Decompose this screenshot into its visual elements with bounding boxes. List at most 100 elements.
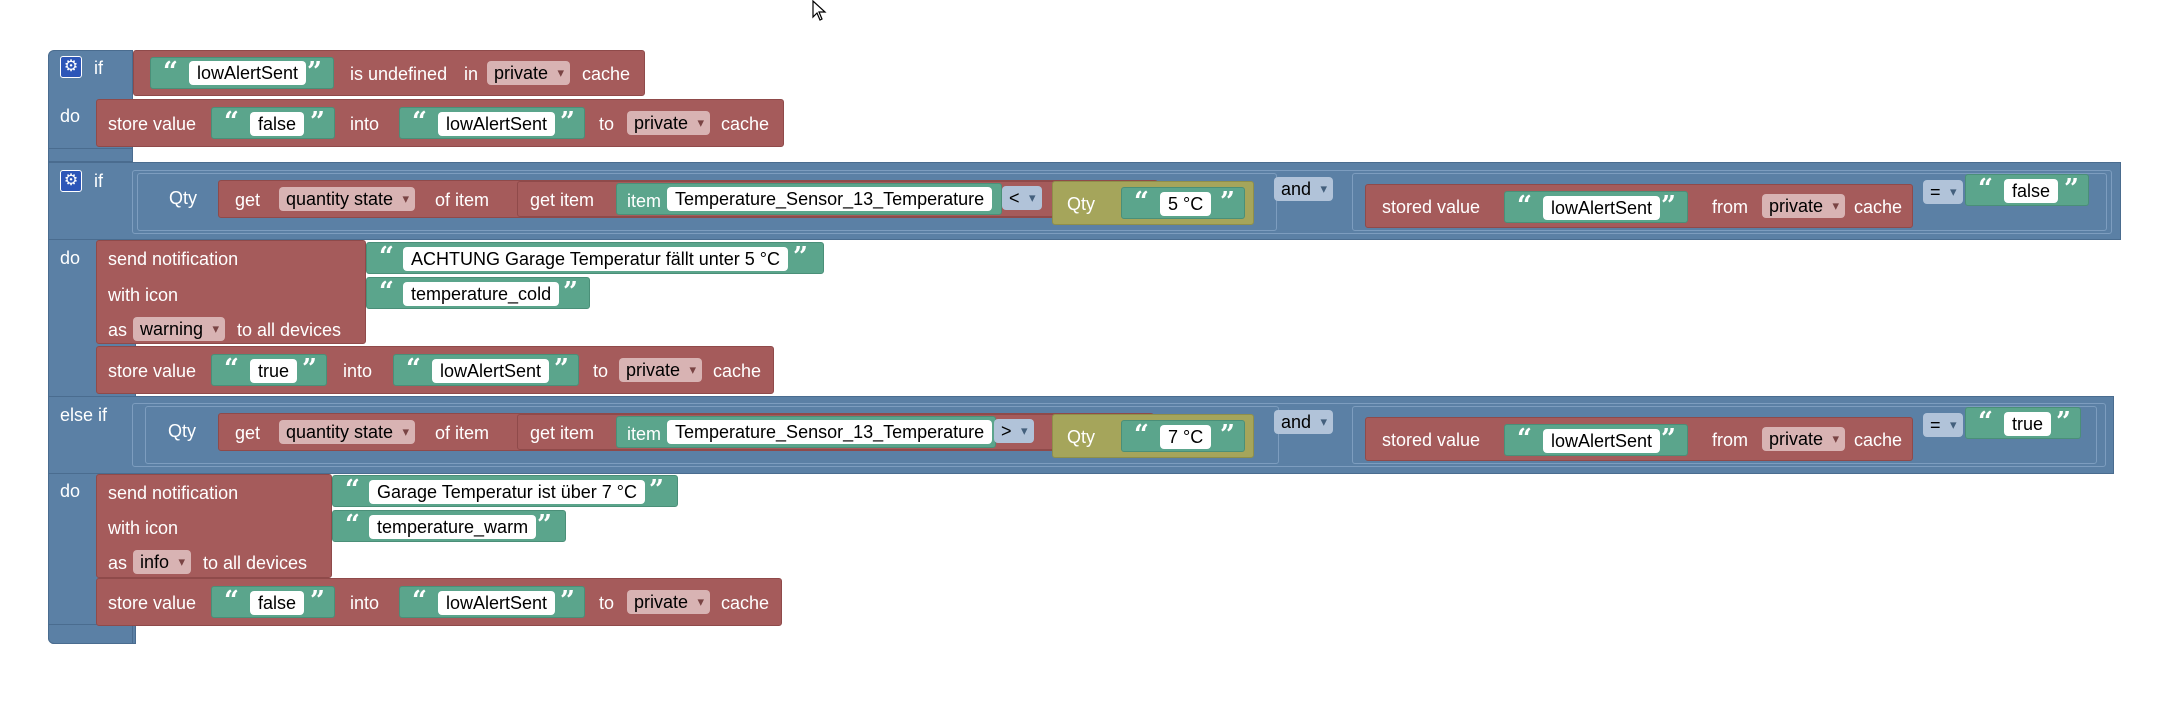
text-block[interactable]: “ lowAlertSent ” xyxy=(1504,191,1688,223)
send-notification-block[interactable]: send notification with icon as info to a… xyxy=(96,474,332,578)
eq-operator-dropdown[interactable]: = xyxy=(1923,413,1963,437)
else-if-label: else if xyxy=(60,405,108,425)
item-label: item xyxy=(627,191,662,211)
cache-scope-dropdown[interactable]: private xyxy=(1762,194,1846,218)
send-notification-block[interactable]: send notification with icon as warning t… xyxy=(96,240,366,344)
text-field[interactable]: false xyxy=(250,591,305,615)
store-value-block[interactable]: store value “ false ” into “ lowAlertSen… xyxy=(96,578,782,626)
get-label: get xyxy=(235,423,261,443)
gear-icon[interactable]: ⚙ xyxy=(60,56,82,78)
to-label: to xyxy=(599,114,615,134)
item-block[interactable]: item Temperature_Sensor_13_Temperature xyxy=(616,183,1002,215)
do-label: do xyxy=(60,106,81,126)
text-block[interactable]: “ lowAlertSent ” xyxy=(150,57,334,89)
is-undefined-block[interactable]: “ lowAlertSent ” is undefined in private… xyxy=(133,50,645,96)
store-value-block[interactable]: store value “ false ” into “ lowAlertSen… xyxy=(96,99,784,147)
text-block[interactable]: “ 5 °C ” xyxy=(1121,187,1245,219)
text-block[interactable]: “ false ” xyxy=(211,586,335,618)
stored-value-block[interactable]: stored value “ lowAlertSent ” from priva… xyxy=(1365,417,1913,461)
text-field[interactable]: true xyxy=(250,359,298,383)
open-quote-icon: “ xyxy=(1978,407,1993,437)
message-text-block[interactable]: “ Garage Temperatur ist über 7 °C ” xyxy=(332,475,678,507)
cache-label: cache xyxy=(713,361,762,381)
text-field[interactable]: true xyxy=(2004,412,2052,436)
if-else-block-tail xyxy=(48,624,133,644)
qty-block[interactable]: Qty “ 7 °C ” xyxy=(1052,414,1254,458)
text-field[interactable]: false xyxy=(250,112,305,136)
quantity-state-dropdown[interactable]: quantity state xyxy=(279,420,416,444)
text-field[interactable]: lowAlertSent xyxy=(189,61,307,85)
icon-text-block[interactable]: “ temperature_cold ” xyxy=(366,277,590,309)
text-field[interactable]: lowAlertSent xyxy=(432,359,550,383)
cache-label: cache xyxy=(721,593,770,613)
message-field[interactable]: ACHTUNG Garage Temperatur fällt unter 5 … xyxy=(403,247,788,271)
text-block[interactable]: “ lowAlertSent ” xyxy=(399,586,585,618)
as-label: as xyxy=(108,553,128,573)
text-block[interactable]: “ true ” xyxy=(211,354,327,386)
cache-scope-dropdown[interactable]: private xyxy=(627,590,711,614)
compare-block[interactable]: Qty get quantity state of item get item … xyxy=(145,406,1279,464)
cache-scope-dropdown[interactable]: private xyxy=(487,61,571,85)
severity-dropdown[interactable]: warning xyxy=(133,317,226,341)
compare-operator-dropdown[interactable]: < xyxy=(1002,186,1042,210)
open-quote-icon: “ xyxy=(1978,174,1993,204)
item-block[interactable]: item Temperature_Sensor_13_Temperature xyxy=(616,416,996,448)
cache-scope-dropdown[interactable]: private xyxy=(619,358,703,382)
open-quote-icon: “ xyxy=(406,354,421,384)
get-item-block[interactable]: get item item Temperature_Sensor_13_Temp… xyxy=(517,181,1155,217)
text-block[interactable]: “ lowAlertSent ” xyxy=(393,354,579,386)
text-block[interactable]: “ false ” xyxy=(211,107,335,139)
message-field[interactable]: Garage Temperatur ist über 7 °C xyxy=(369,480,645,504)
compare-block[interactable]: Qty get quantity state of item get item … xyxy=(137,173,1277,231)
text-field[interactable]: 7 °C xyxy=(1160,425,1212,449)
cache-scope-dropdown[interactable]: private xyxy=(627,111,711,135)
item-name-field[interactable]: Temperature_Sensor_13_Temperature xyxy=(667,187,993,211)
severity-dropdown[interactable]: info xyxy=(133,550,192,574)
item-name-field[interactable]: Temperature_Sensor_13_Temperature xyxy=(667,420,993,444)
open-quote-icon: “ xyxy=(412,586,427,616)
and-dropdown[interactable]: and xyxy=(1274,410,1334,434)
text-block[interactable]: “ lowAlertSent ” xyxy=(399,107,585,139)
cache-label: cache xyxy=(582,64,631,84)
eq-operator-dropdown[interactable]: = xyxy=(1923,180,1963,204)
text-field[interactable]: lowAlertSent xyxy=(438,591,556,615)
stored-value-label: stored value xyxy=(1382,197,1481,217)
get-item-label: get item xyxy=(530,190,595,210)
text-block[interactable]: “ lowAlertSent ” xyxy=(1504,424,1688,456)
icon-name-field[interactable]: temperature_cold xyxy=(403,282,560,306)
to-all-devices-label: to all devices xyxy=(203,553,308,573)
text-field[interactable]: lowAlertSent xyxy=(438,112,556,136)
text-block[interactable]: “ true ” xyxy=(1965,407,2081,439)
store-value-block[interactable]: store value “ true ” into “ lowAlertSent… xyxy=(96,346,774,394)
with-icon-label: with icon xyxy=(108,285,179,305)
open-quote-icon: “ xyxy=(379,277,394,307)
and-dropdown[interactable]: and xyxy=(1274,177,1334,201)
compare-operator-dropdown[interactable]: > xyxy=(994,419,1034,443)
get-item-label: get item xyxy=(530,423,595,443)
text-field[interactable]: lowAlertSent xyxy=(1543,196,1661,220)
get-quantity-block[interactable]: get quantity state of item get item item… xyxy=(218,180,1158,218)
get-item-block[interactable]: get item item Temperature_Sensor_13_Temp… xyxy=(517,414,1151,450)
and-block[interactable]: Qty get quantity state of item get item … xyxy=(132,170,2112,234)
compare-block[interactable]: stored value “ lowAlertSent ” from priva… xyxy=(1352,173,2107,231)
get-quantity-block[interactable]: get quantity state of item get item item… xyxy=(218,413,1154,451)
text-block[interactable]: “ false ” xyxy=(1965,174,2089,206)
stored-value-block[interactable]: stored value “ lowAlertSent ” from priva… xyxy=(1365,184,1913,228)
text-field[interactable]: false xyxy=(2004,179,2059,203)
text-block[interactable]: “ 7 °C ” xyxy=(1121,420,1245,452)
quantity-state-dropdown[interactable]: quantity state xyxy=(279,187,416,211)
compare-block[interactable]: stored value “ lowAlertSent ” from priva… xyxy=(1352,406,2097,464)
store-value-label: store value xyxy=(108,593,197,613)
gear-icon[interactable]: ⚙ xyxy=(60,170,82,192)
icon-text-block[interactable]: “ temperature_warm ” xyxy=(332,510,566,542)
text-field[interactable]: 5 °C xyxy=(1160,192,1212,216)
text-field[interactable]: lowAlertSent xyxy=(1543,429,1661,453)
message-text-block[interactable]: “ ACHTUNG Garage Temperatur fällt unter … xyxy=(366,242,824,274)
and-block[interactable]: Qty get quantity state of item get item … xyxy=(132,403,2106,467)
open-quote-icon: “ xyxy=(224,107,239,137)
qty-block[interactable]: Qty “ 5 °C ” xyxy=(1052,181,1254,225)
cache-scope-dropdown[interactable]: private xyxy=(1762,427,1846,451)
icon-name-field[interactable]: temperature_warm xyxy=(369,515,537,539)
open-quote-icon: “ xyxy=(1134,187,1149,217)
open-quote-icon: “ xyxy=(379,242,394,272)
